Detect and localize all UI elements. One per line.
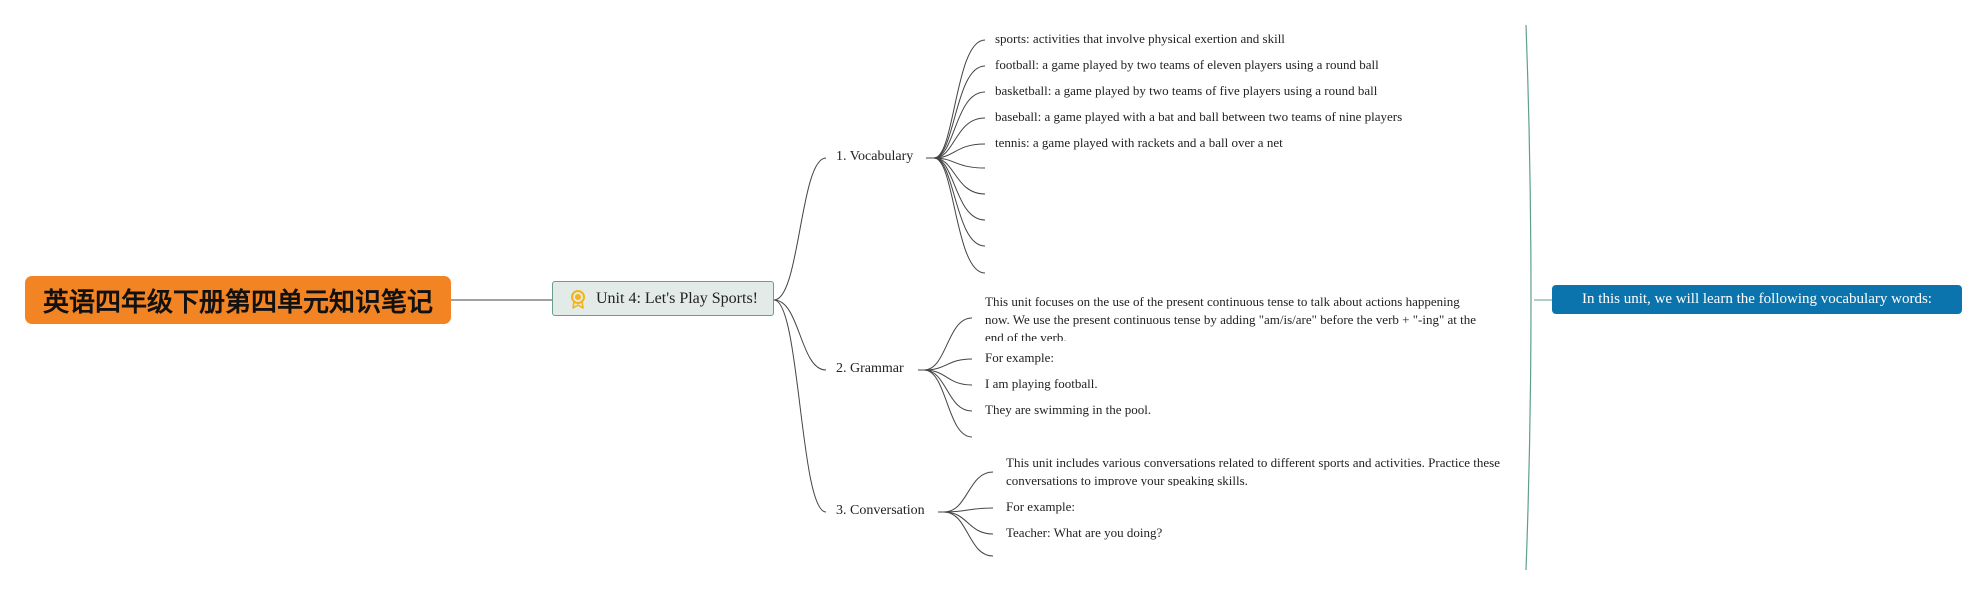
vocabulary-item[interactable]: sports: activities that involve physical… — [995, 31, 1285, 46]
vocabulary-item[interactable]: football: a game played by two teams of … — [995, 57, 1379, 72]
award-badge-icon — [571, 289, 585, 309]
vocabulary-item[interactable]: baseball: a game played with a bat and b… — [995, 109, 1403, 124]
connector-topic-conversation — [773, 299, 827, 513]
branch-vocabulary[interactable]: 1. Vocabulary — [836, 149, 914, 164]
grammar-item[interactable]: They are swimming in the pool. — [985, 402, 1152, 417]
connector-vocab-3 — [933, 91, 986, 159]
connector-grammar-2 — [923, 358, 973, 371]
connector-vocab-2 — [933, 65, 986, 159]
summary-bracket — [1525, 24, 1532, 571]
connector-conversation-1 — [943, 471, 994, 513]
connector-grammar-1 — [923, 317, 973, 371]
grammar-item[interactable]: I am playing football. — [985, 376, 1098, 391]
connector-vocab-1 — [933, 39, 986, 159]
topic-title: Unit 4: Let's Play Sports! — [596, 289, 758, 307]
connector-conversation-4 — [943, 511, 994, 557]
connector-vocab-9 — [933, 157, 986, 247]
root-node[interactable]: 英语四年级下册第四单元知识笔记 — [25, 276, 451, 324]
vocabulary-item[interactable]: basketball: a game played by two teams o… — [995, 83, 1378, 98]
connector-vocab-7 — [933, 157, 986, 195]
connector-grammar-5 — [923, 369, 973, 438]
connector-grammar-4 — [923, 369, 973, 412]
connector-vocab-4 — [933, 117, 986, 159]
branch-conversation[interactable]: 3. Conversation — [836, 503, 925, 518]
topic-node[interactable]: Unit 4: Let's Play Sports! — [552, 281, 774, 316]
connector-vocab-5 — [933, 143, 986, 159]
summary-node[interactable]: In this unit, we will learn the followin… — [1552, 285, 1962, 314]
conversation-item[interactable]: Teacher: What are you doing? — [1006, 525, 1163, 540]
connector-conversation-2 — [943, 507, 994, 513]
conversation-item[interactable]: For example: — [1006, 499, 1075, 514]
branch-grammar[interactable]: 2. Grammar — [836, 361, 904, 376]
root-title: 英语四年级下册第四单元知识笔记 — [42, 287, 433, 318]
connector-vocab-10 — [933, 157, 986, 274]
grammar-item[interactable]: This unit focuses on the use of the pres… — [985, 294, 1477, 341]
vocabulary-item[interactable]: tennis: a game played with rackets and a… — [995, 135, 1283, 150]
summary-text: In this unit, we will learn the followin… — [1582, 291, 1932, 307]
connector-topic-vocabulary — [773, 157, 827, 301]
connector-topic-grammar — [773, 299, 827, 371]
grammar-item[interactable]: For example: — [985, 350, 1054, 365]
connector-conversation-3 — [943, 511, 994, 535]
conversation-item[interactable]: This unit includes various conversations… — [1006, 455, 1500, 486]
